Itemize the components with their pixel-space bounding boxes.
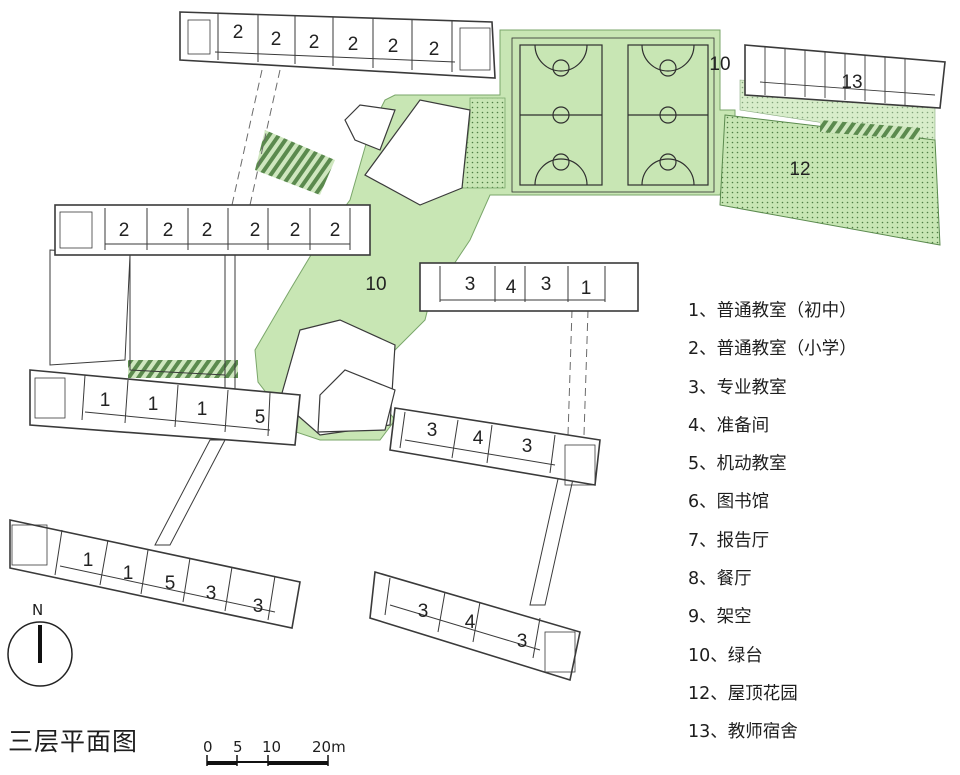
legend-item: 5、机动教室 <box>688 454 787 475</box>
room-label: 2 <box>119 220 130 241</box>
block-dorm <box>744 44 946 109</box>
room-label: 2 <box>271 29 282 50</box>
legend-item: 3、专业教室 <box>688 377 787 398</box>
room-label: 3 <box>541 274 552 295</box>
room-label: 12 <box>789 159 810 180</box>
room-label: 1 <box>123 563 134 584</box>
block-mid-row <box>54 204 371 256</box>
block-lower-right <box>369 570 581 682</box>
room-label: 2 <box>309 32 320 53</box>
basketball-courts <box>511 37 715 193</box>
room-labels: 2 2 2 2 2 2 10 13 12 2 2 2 2 2 2 10 3 4 … <box>83 22 863 652</box>
room-label: 1 <box>581 278 592 299</box>
room-label: 4 <box>465 612 476 633</box>
room-label: 4 <box>473 428 484 449</box>
block-center <box>419 262 639 312</box>
dashed-links <box>231 69 589 436</box>
plan-title: 三层平面图 <box>8 727 139 756</box>
legend-item: 10、绿台 <box>688 645 763 666</box>
legend-item: 7、报告厅 <box>688 530 770 551</box>
legend-item: 12、屋顶花园 <box>688 683 798 704</box>
scale-label: 10 <box>262 738 282 756</box>
block-top-row <box>179 11 496 79</box>
legend-item: 2、普通教室（小学） <box>688 339 857 360</box>
legend: 1、普通教室（初中） 2、普通教室（小学） 3、专业教室 4、准备间 5、机动教… <box>688 296 857 756</box>
room-label: 3 <box>253 596 264 617</box>
room-label: 4 <box>506 277 517 298</box>
room-label: 2 <box>330 220 341 241</box>
room-label: 1 <box>100 390 111 411</box>
room-label: 3 <box>465 274 476 295</box>
block-right <box>389 407 601 486</box>
room-label: 3 <box>206 583 217 604</box>
room-label: 5 <box>165 573 176 594</box>
legend-item: 8、餐厅 <box>688 569 752 590</box>
room-label: 3 <box>522 436 533 457</box>
north-arrow <box>7 621 73 687</box>
legend-item: 13、教师宿舍 <box>688 722 798 743</box>
block-left <box>29 369 301 446</box>
room-label: 1 <box>197 399 208 420</box>
room-label: 2 <box>163 220 174 241</box>
scale-label: 20m <box>312 738 346 756</box>
room-label: 5 <box>255 407 266 428</box>
room-label: 1 <box>148 394 159 415</box>
room-label: 2 <box>202 220 213 241</box>
legend-item: 6、图书馆 <box>688 492 770 513</box>
room-label: 3 <box>418 601 429 622</box>
room-label: 2 <box>250 220 261 241</box>
room-label: 2 <box>429 39 440 60</box>
room-label: 2 <box>348 34 359 55</box>
legend-item: 9、架空 <box>688 607 752 628</box>
room-label: 2 <box>388 36 399 57</box>
room-label: 10 <box>709 54 730 75</box>
scale-bar <box>206 755 329 766</box>
room-label: 1 <box>83 550 94 571</box>
legend-item: 4、准备间 <box>688 415 770 436</box>
room-label: 3 <box>427 420 438 441</box>
north-label: N <box>32 601 44 619</box>
room-label: 2 <box>233 22 244 43</box>
legend-item: 1、普通教室（初中） <box>688 301 857 321</box>
block-lower-left <box>9 519 301 629</box>
room-label: 13 <box>841 72 862 93</box>
room-label: 2 <box>290 220 301 241</box>
room-label: 3 <box>517 631 528 652</box>
scale-label: 0 <box>203 738 213 756</box>
scale-label: 5 <box>233 738 243 756</box>
room-label: 10 <box>365 274 386 295</box>
planting-strips <box>128 130 335 378</box>
